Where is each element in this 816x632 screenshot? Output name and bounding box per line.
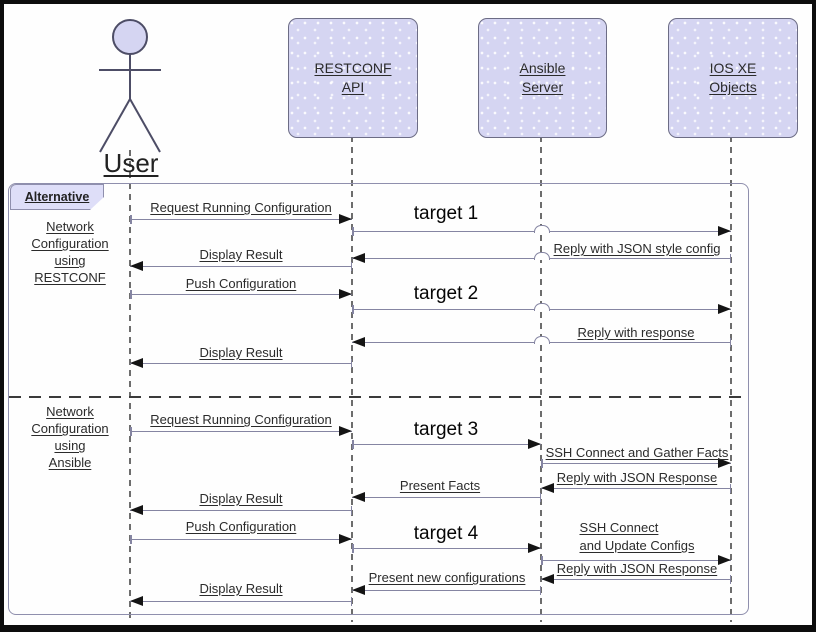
message-label-target: target 1 xyxy=(413,203,479,224)
message-label: Push Configuration xyxy=(185,519,297,534)
message-label: Present new configurations xyxy=(368,570,526,585)
lifeline-hop xyxy=(534,225,550,233)
message-arrow xyxy=(130,505,352,515)
message-label: Reply with response xyxy=(577,325,695,340)
message-label: Display Result xyxy=(199,345,283,360)
message-arrow xyxy=(352,585,541,595)
message-label: Reply with JSON Response xyxy=(556,561,718,576)
lifeline-user xyxy=(129,150,131,622)
alt-frame-tab: Alternative xyxy=(10,184,104,210)
user-actor-icon xyxy=(99,19,161,153)
message-label: SSH Connect and Update Configs xyxy=(579,520,695,553)
message-label-target: target 2 xyxy=(413,283,479,304)
message-label: SSH Connect and Gather Facts xyxy=(545,445,729,460)
section-label-ansible: Network Configuration using Ansible xyxy=(31,404,109,470)
lifeline-hop xyxy=(534,252,550,260)
alt-frame xyxy=(8,183,749,615)
message-label: Request Running Configuration xyxy=(150,412,332,427)
message-arrow xyxy=(130,358,352,368)
message-label: Reply with JSON style config xyxy=(553,241,721,256)
message-label: Display Result xyxy=(199,581,283,596)
message-label-target: target 4 xyxy=(413,523,479,544)
participant-restconf-api: RESTCONF API xyxy=(288,18,418,138)
message-label: Present Facts xyxy=(399,478,481,493)
lifeline-restconf-api xyxy=(351,136,353,622)
message-arrow xyxy=(130,261,352,271)
message-arrow xyxy=(130,426,352,436)
message-label-target: target 3 xyxy=(413,419,479,440)
alt-frame-label: Alternative xyxy=(24,190,90,204)
message-arrow xyxy=(352,543,541,553)
message-label: Push Configuration xyxy=(185,276,297,291)
lifeline-iosxe-objects xyxy=(730,136,732,622)
message-label: Request Running Configuration xyxy=(150,200,332,215)
participant-iosxe-objects: IOS XE Objects xyxy=(668,18,798,138)
message-arrow xyxy=(130,534,352,544)
section-label-restconf: Network Configuration using RESTCONF xyxy=(31,219,109,285)
message-label: Display Result xyxy=(199,247,283,262)
lifeline-ansible-server xyxy=(540,136,542,622)
message-arrow xyxy=(130,596,352,606)
message-arrow xyxy=(130,289,352,299)
message-arrow xyxy=(541,574,731,584)
message-arrow xyxy=(541,555,731,565)
lifeline-hop xyxy=(534,303,550,311)
lifeline-hop xyxy=(534,336,550,344)
participant-ansible-server: Ansible Server xyxy=(478,18,607,138)
message-label: Reply with JSON Response xyxy=(556,470,718,485)
message-arrow xyxy=(352,492,541,502)
alt-frame-divider xyxy=(9,396,746,398)
message-arrow xyxy=(352,439,541,449)
message-arrow xyxy=(541,458,731,468)
message-arrow xyxy=(541,483,731,493)
participant-user-label: User xyxy=(103,148,159,178)
message-label: Display Result xyxy=(199,491,283,506)
message-arrow xyxy=(130,214,352,224)
